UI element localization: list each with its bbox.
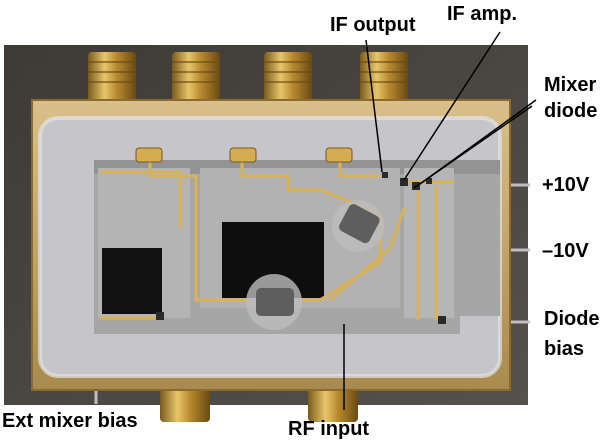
- absorber-block-left: [102, 248, 162, 314]
- label-diode-bias-line1: Diode: [544, 308, 600, 330]
- label-minus-10v: –10V: [542, 240, 589, 262]
- bottom-sma-connectors: [160, 382, 358, 422]
- leader-lines: [343, 31, 537, 410]
- label-rf-input: RF input: [288, 418, 370, 440]
- label-mixer-diode-line2: diode: [544, 100, 598, 122]
- label-diode-bias-line2: bias: [544, 338, 585, 360]
- dielectric-blocks: [246, 200, 384, 330]
- feedthrough-tabs: [135, 147, 353, 163]
- microstrip-traces: [100, 156, 454, 320]
- top-sma-connectors: [88, 52, 408, 108]
- label-if-output: IF output: [330, 14, 416, 36]
- label-if-amp: IF amp.: [447, 3, 518, 25]
- label-mixer-diode-line1: Mixer: [544, 74, 597, 96]
- label-ext-mixer-bias: Ext mixer bias: [2, 410, 138, 432]
- label-plus-10v: +10V: [542, 174, 590, 196]
